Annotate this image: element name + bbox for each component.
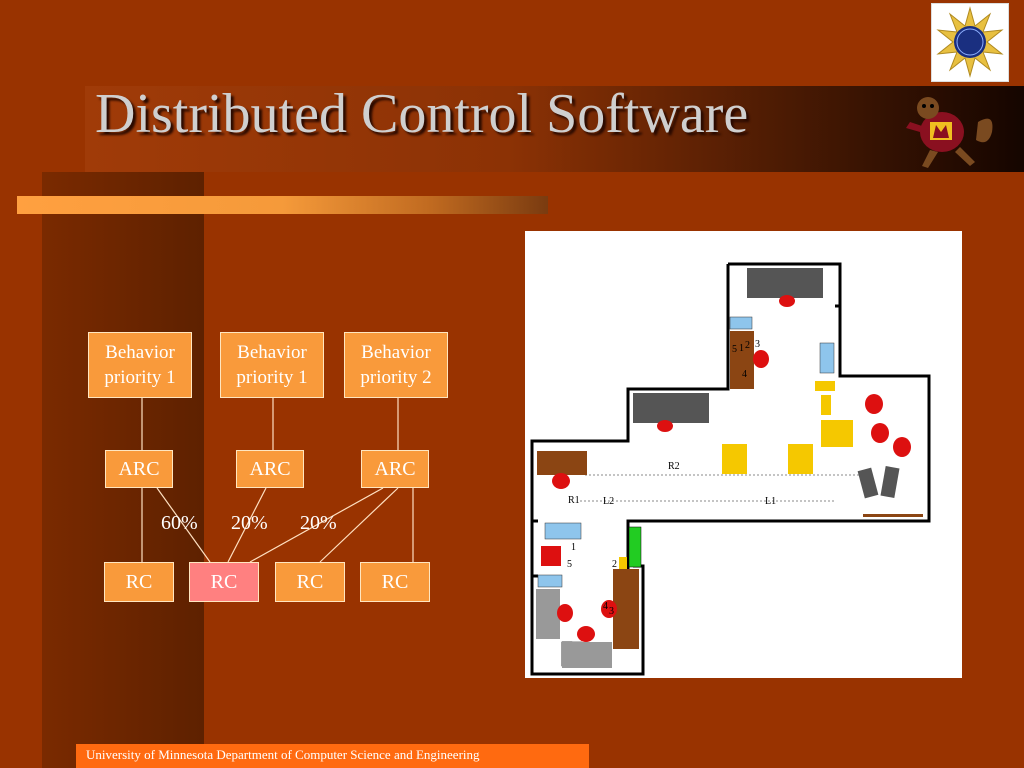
behavior-priority: priority 1 [236, 367, 308, 388]
map-number: 3 [609, 606, 614, 617]
share-percent-2: 20% [231, 512, 268, 534]
share-percent-1: 60% [161, 512, 198, 534]
map-label-l1: L1 [765, 496, 776, 507]
floor-map-drawing: R1 R2 L2 L1 5 1 2 3 4 1 5 2 4 3 [530, 262, 931, 676]
map-number: 1 [739, 343, 744, 354]
map-label-r1: R1 [568, 495, 580, 506]
title-bar [85, 86, 1024, 172]
share-percent-3: 20% [300, 512, 337, 534]
connector-line [156, 487, 211, 563]
footer-bar: University of Minnesota Department of Co… [76, 744, 589, 768]
behavior-priority: priority 2 [360, 367, 432, 388]
rc-box-3: RC [275, 562, 345, 602]
rc-box-2-highlighted: RC [189, 562, 259, 602]
behavior-label: Behavior [361, 342, 431, 363]
behavior-box-3: Behavior priority 2 [344, 332, 448, 398]
map-number: 5 [567, 559, 572, 570]
accent-bar [17, 196, 548, 214]
arc-box-2: ARC [236, 450, 304, 488]
arc-box-1: ARC [105, 450, 173, 488]
map-number: 3 [755, 339, 760, 350]
map-number: 4 [742, 369, 747, 380]
map-number: 4 [603, 601, 608, 612]
behavior-box-2: Behavior priority 1 [220, 332, 324, 398]
behavior-label: Behavior [237, 342, 307, 363]
map-label-r2: R2 [668, 461, 680, 472]
connector-line [227, 487, 267, 563]
floor-map: R1 R2 L2 L1 5 1 2 3 4 1 5 2 4 3 [525, 231, 962, 678]
footer-text: University of Minnesota Department of Co… [86, 747, 480, 762]
behavior-box-1: Behavior priority 1 [88, 332, 192, 398]
map-number: 2 [612, 559, 617, 570]
map-number: 5 [732, 344, 737, 355]
slide-title: Distributed Control Software [95, 83, 749, 145]
connector-line [319, 487, 399, 563]
gopher-mascot-icon [906, 97, 993, 168]
rc-box-1: RC [104, 562, 174, 602]
nsf-logo [931, 3, 1009, 82]
connector-line [249, 487, 384, 563]
map-label-l2: L2 [603, 496, 614, 507]
rc-box-4: RC [360, 562, 430, 602]
behavior-priority: priority 1 [104, 367, 176, 388]
map-number: 2 [745, 340, 750, 351]
arc-box-3: ARC [361, 450, 429, 488]
behavior-label: Behavior [105, 342, 175, 363]
map-number: 1 [571, 542, 576, 553]
gopher-mascot [900, 92, 1000, 170]
nsf-seal-icon [936, 6, 1004, 78]
